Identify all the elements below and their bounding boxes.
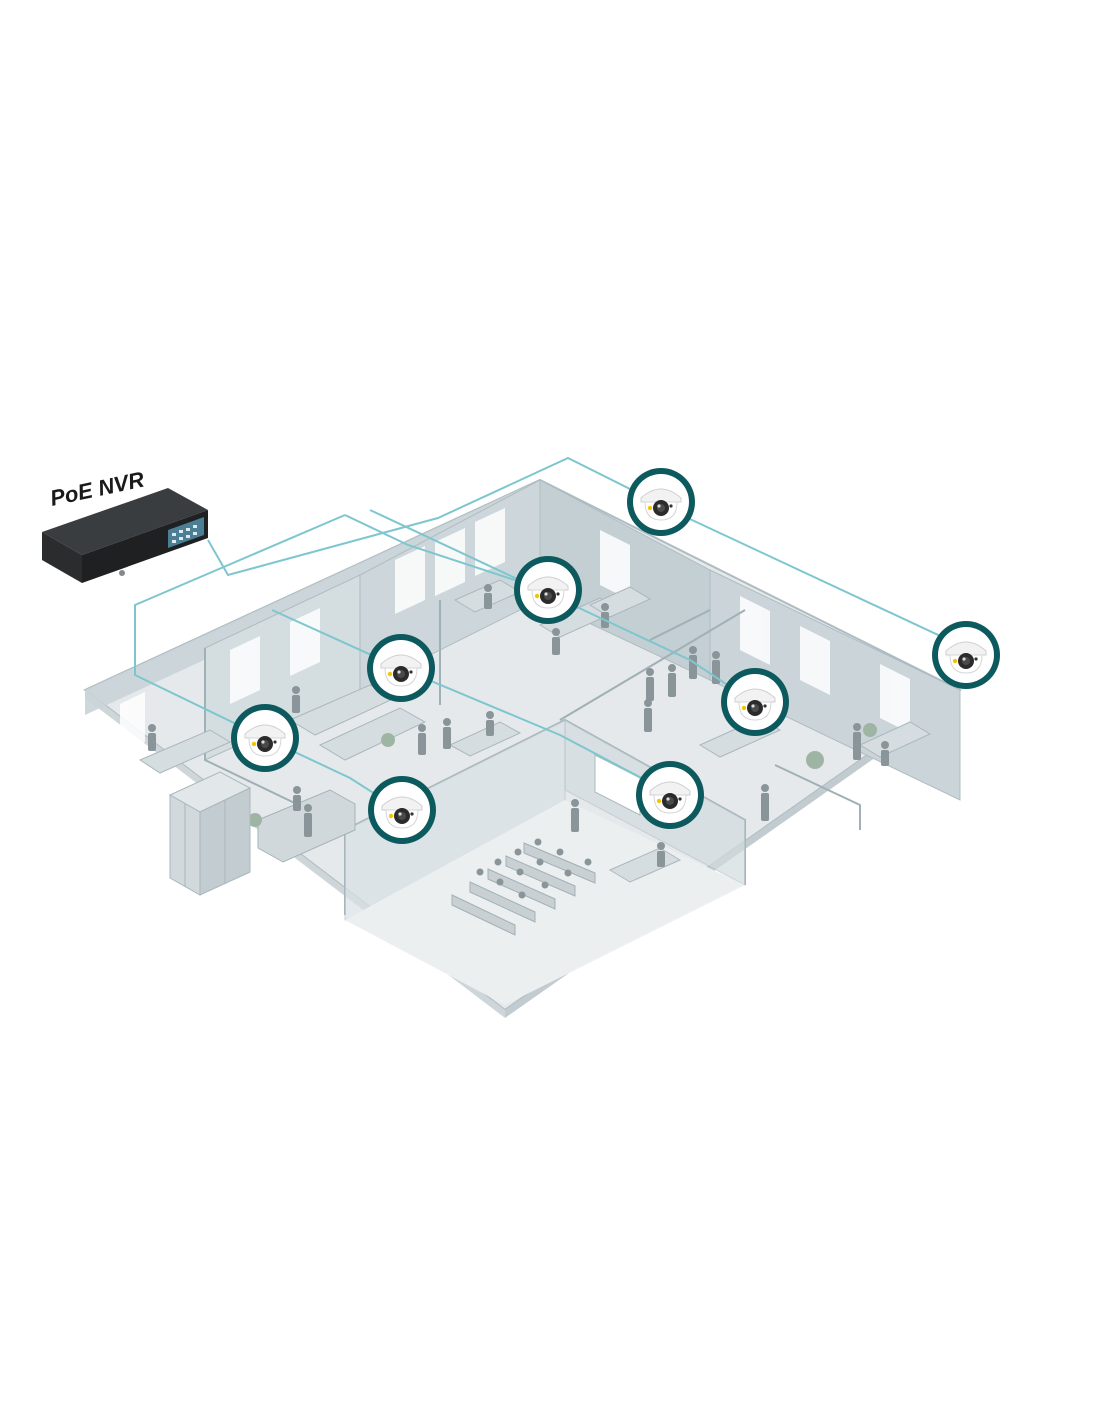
dome-camera-icon[interactable]	[513, 555, 583, 625]
cable-trunk	[207, 456, 967, 649]
meeting-seating	[451, 842, 596, 936]
windows	[120, 508, 910, 754]
cable-north-office	[344, 514, 546, 591]
nvr-ports-panel	[168, 517, 204, 548]
dome-camera-icon[interactable]	[366, 633, 436, 703]
entrance-box	[168, 771, 252, 896]
nvr-front-left	[42, 532, 82, 583]
dome-camera-icon[interactable]	[720, 667, 790, 737]
cable-west-branch	[134, 514, 346, 739]
dome-camera-icon[interactable]	[367, 775, 437, 845]
nvr-power-icon	[119, 570, 125, 576]
floor-plan	[83, 478, 962, 1018]
dome-camera-icon[interactable]	[230, 703, 300, 773]
plants	[248, 723, 877, 827]
poe-nvr-device: PoE NVR	[42, 467, 208, 583]
dome-camera-icon[interactable]	[931, 620, 1001, 690]
cable-lobby	[399, 667, 671, 794]
nvr-port-icon	[172, 525, 197, 543]
dome-camera-icon[interactable]	[635, 760, 705, 830]
people	[148, 584, 889, 899]
dome-camera-icon[interactable]	[626, 467, 696, 537]
nvr-top	[42, 488, 208, 555]
